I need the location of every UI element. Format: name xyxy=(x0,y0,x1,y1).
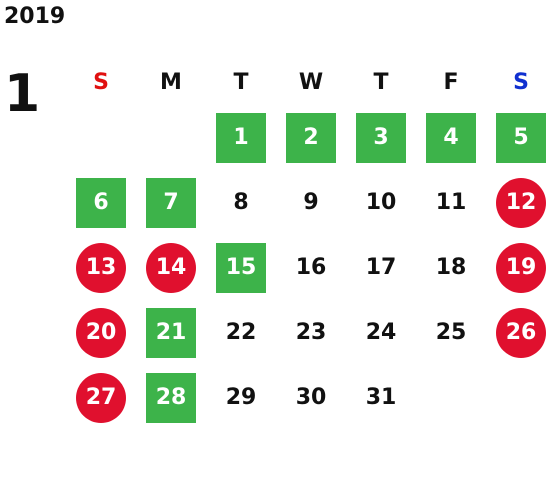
day-cell xyxy=(486,365,548,430)
day-cell[interactable]: 30 xyxy=(276,365,346,430)
day-cell[interactable]: 20 xyxy=(66,300,136,365)
day-cell[interactable]: 15 xyxy=(206,235,276,300)
day-number[interactable]: 13 xyxy=(76,242,126,293)
week-row: 27 28 29 30 31 xyxy=(66,365,548,430)
day-number[interactable]: 27 xyxy=(76,372,126,423)
day-number[interactable]: 24 xyxy=(365,320,397,345)
day-cell[interactable]: 22 xyxy=(206,300,276,365)
day-number[interactable]: 23 xyxy=(295,320,327,345)
day-cell[interactable]: 12 xyxy=(486,170,548,235)
day-cell[interactable]: 8 xyxy=(206,170,276,235)
day-cell[interactable]: 6 xyxy=(66,170,136,235)
day-cell[interactable]: 4 xyxy=(416,105,486,170)
day-cell[interactable]: 2 xyxy=(276,105,346,170)
weekday-header: S M T W T F S xyxy=(66,60,548,105)
day-number[interactable]: 17 xyxy=(365,255,397,280)
day-cell[interactable]: 7 xyxy=(136,170,206,235)
day-number[interactable]: 10 xyxy=(365,190,397,215)
day-number[interactable]: 6 xyxy=(76,177,126,228)
day-number[interactable]: 2 xyxy=(286,112,336,163)
day-cell[interactable]: 21 xyxy=(136,300,206,365)
year-label: 2019 xyxy=(4,4,66,29)
day-cell[interactable]: 19 xyxy=(486,235,548,300)
day-number[interactable]: 4 xyxy=(426,112,476,163)
day-number[interactable]: 31 xyxy=(365,385,397,410)
day-number[interactable]: 9 xyxy=(303,190,319,215)
day-cell xyxy=(416,365,486,430)
day-cell[interactable]: 29 xyxy=(206,365,276,430)
day-number[interactable]: 14 xyxy=(146,242,196,293)
day-cell[interactable]: 18 xyxy=(416,235,486,300)
day-cell[interactable]: 3 xyxy=(346,105,416,170)
day-cell xyxy=(66,105,136,170)
day-cell[interactable]: 23 xyxy=(276,300,346,365)
weekday-label: S xyxy=(513,70,529,95)
day-cell[interactable]: 28 xyxy=(136,365,206,430)
day-cell[interactable]: 25 xyxy=(416,300,486,365)
day-cell[interactable]: 27 xyxy=(66,365,136,430)
day-cell xyxy=(136,105,206,170)
day-number[interactable]: 7 xyxy=(146,177,196,228)
day-number[interactable]: 15 xyxy=(216,242,266,293)
day-number[interactable]: 25 xyxy=(435,320,467,345)
day-number[interactable]: 8 xyxy=(233,190,249,215)
day-number[interactable]: 28 xyxy=(146,372,196,423)
day-cell[interactable]: 26 xyxy=(486,300,548,365)
day-cell[interactable]: 10 xyxy=(346,170,416,235)
day-number[interactable]: 1 xyxy=(216,112,266,163)
day-number[interactable]: 26 xyxy=(496,307,546,358)
day-number[interactable]: 21 xyxy=(146,307,196,358)
weekday-label: W xyxy=(298,70,324,95)
weekday-label: T xyxy=(233,70,249,95)
day-number[interactable]: 12 xyxy=(496,177,546,228)
week-row: 20 21 22 23 24 25 26 xyxy=(66,300,548,365)
day-number[interactable]: 18 xyxy=(435,255,467,280)
day-cell[interactable]: 1 xyxy=(206,105,276,170)
weekday-label: M xyxy=(160,70,182,95)
day-cell[interactable]: 16 xyxy=(276,235,346,300)
day-number[interactable]: 19 xyxy=(496,242,546,293)
day-cell[interactable]: 24 xyxy=(346,300,416,365)
day-cell[interactable]: 14 xyxy=(136,235,206,300)
day-cell[interactable]: 17 xyxy=(346,235,416,300)
weekday-label: S xyxy=(93,70,109,95)
day-cell[interactable]: 5 xyxy=(486,105,548,170)
day-number[interactable]: 29 xyxy=(225,385,257,410)
day-number[interactable]: 11 xyxy=(435,190,467,215)
weekday-label: T xyxy=(373,70,389,95)
day-cell[interactable]: 11 xyxy=(416,170,486,235)
day-number[interactable]: 3 xyxy=(356,112,406,163)
day-number[interactable]: 16 xyxy=(295,255,327,280)
day-cell[interactable]: 9 xyxy=(276,170,346,235)
week-row: 13 14 15 16 17 18 19 xyxy=(66,235,548,300)
day-number[interactable]: 20 xyxy=(76,307,126,358)
weekday-label: F xyxy=(443,70,459,95)
month-label: 1 xyxy=(4,64,41,124)
day-cell[interactable]: 31 xyxy=(346,365,416,430)
day-number[interactable]: 5 xyxy=(496,112,546,163)
day-cell[interactable]: 13 xyxy=(66,235,136,300)
day-number[interactable]: 22 xyxy=(225,320,257,345)
day-number[interactable]: 30 xyxy=(295,385,327,410)
